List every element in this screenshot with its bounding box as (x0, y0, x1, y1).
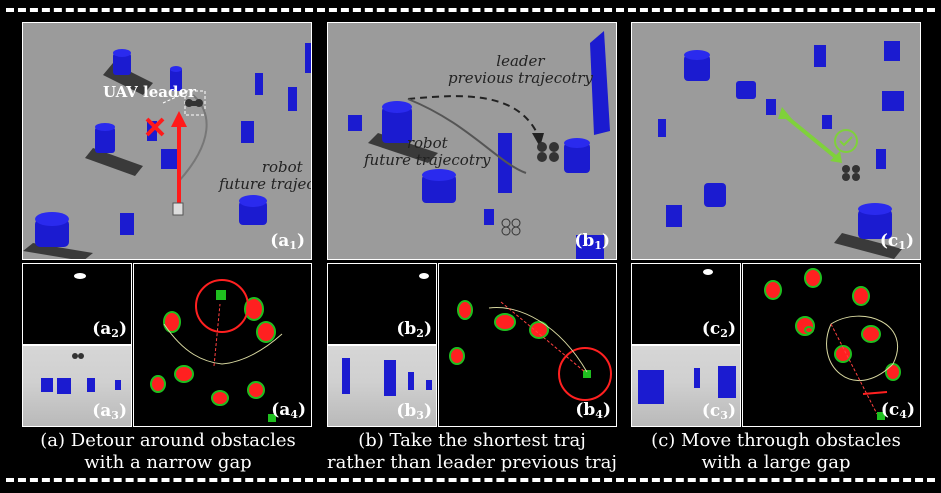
map-a4-svg (150, 279, 283, 422)
map-c4: (c4) (742, 263, 921, 427)
robot-icon (172, 202, 184, 216)
map-b2: (b2) (327, 263, 437, 345)
green-arrow (782, 113, 840, 161)
panel-label-c2: (c2) (701, 319, 736, 340)
top-dashed-border (6, 8, 935, 12)
panel-label-b2: (b2) (396, 319, 432, 340)
check-icon (834, 129, 858, 153)
caption-b: (b) Take the shortest traj rather than l… (327, 430, 617, 473)
panel-label-a1: (a1) (270, 231, 305, 252)
map-a2: (a2) (22, 263, 132, 345)
panel-label-c1: (c1) (879, 231, 914, 252)
cross-icon (145, 117, 165, 137)
panel-label-b4: (b4) (575, 400, 611, 421)
caption-c: (c) Move through obstacles with a large … (651, 430, 901, 473)
caption-a: (a) Detour around obstacles with a narro… (40, 430, 296, 473)
robot-future-trajectory-label-a: robot future trajecotry (219, 158, 311, 193)
camera-a3: (a3) (22, 345, 132, 427)
map-b4: (b4) (438, 263, 617, 427)
scene-c1: (c1) (631, 22, 921, 260)
scene-c1-svg (658, 41, 904, 259)
robot-trajectory (178, 94, 208, 182)
map-a4: (a4) (133, 263, 312, 427)
map-c2: (c2) (631, 263, 741, 345)
panel-label-a4: (a4) (271, 400, 306, 421)
obstacles (23, 43, 311, 259)
panel-label-b3: (b3) (396, 401, 432, 422)
scene-b1-svg (348, 31, 610, 259)
leader-previous-trajectory-label: leader previous trajecotry (448, 52, 593, 87)
bottom-dashed-border (6, 478, 935, 482)
panel-label-a3: (a3) (92, 401, 127, 422)
scene-b1: leader previous trajecotry robot future … (327, 22, 617, 260)
panel-label-c4: (c4) (880, 400, 915, 421)
drone-icon (185, 99, 203, 107)
camera-b3: (b3) (327, 345, 437, 427)
panel-label-a2: (a2) (92, 319, 127, 340)
uav-leader-label: UAV leader (103, 83, 196, 101)
map-b4-svg (449, 300, 612, 401)
scene-a1: UAV leader robot future trajecotry (a1) (22, 22, 312, 260)
panel-label-b1: (b1) (574, 231, 610, 252)
panel-label-c3: (c3) (701, 401, 736, 422)
camera-c3: (c3) (631, 345, 741, 427)
scene-a1-svg (23, 43, 311, 259)
robot-future-trajectory-label-b: robot future trajecotry (364, 134, 491, 169)
map-c4-svg (764, 268, 901, 420)
